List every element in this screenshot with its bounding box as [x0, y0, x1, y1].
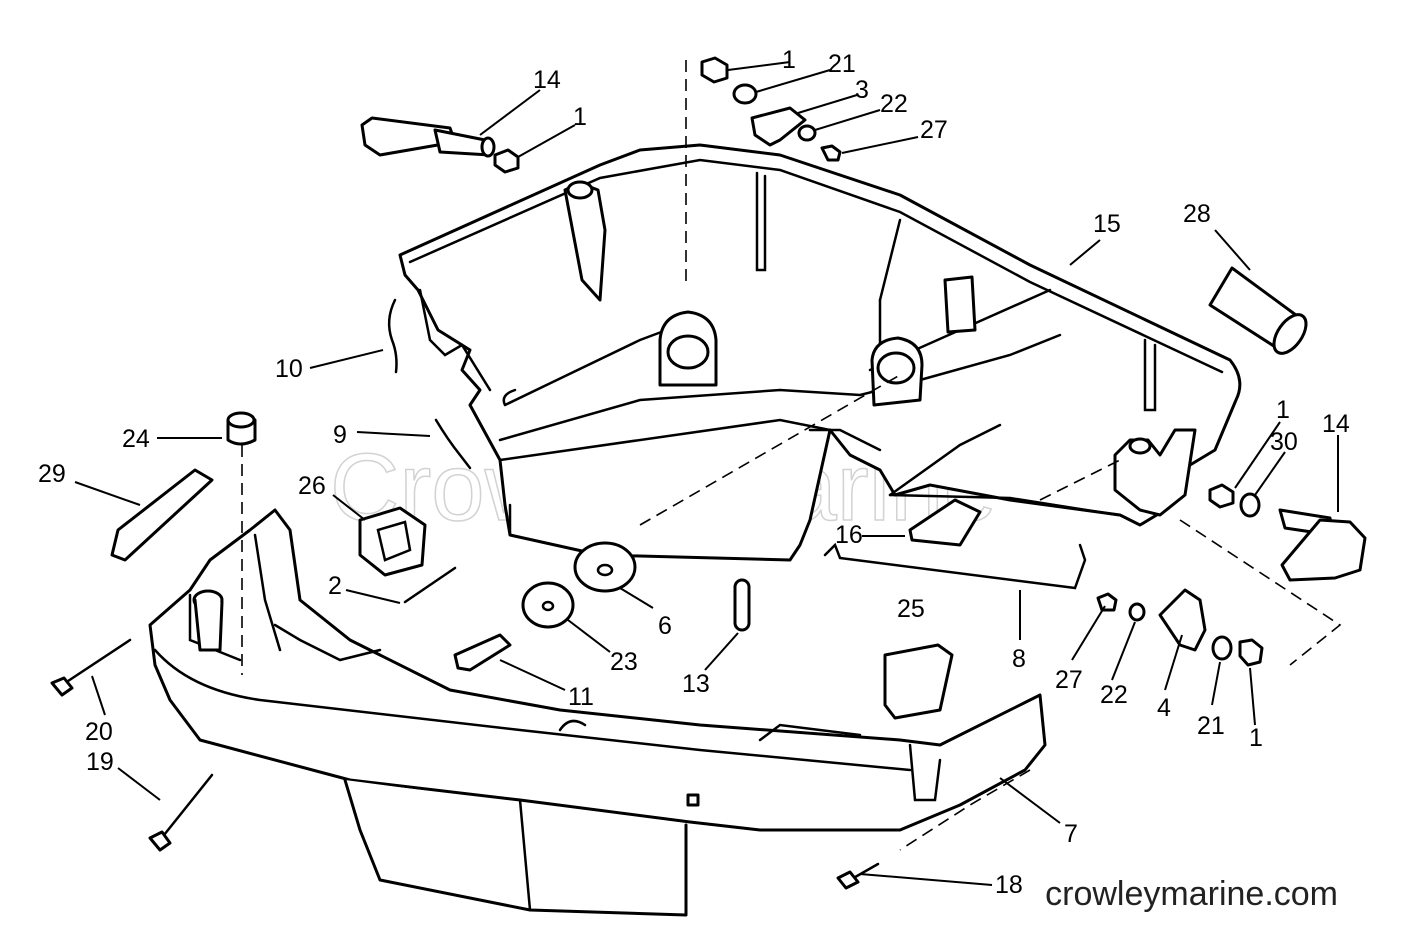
upper-cowl-part: [398, 143, 1242, 562]
callout-14-right: 14: [1322, 410, 1350, 438]
callout-labels: 1 21 3 22 27 14 1 15 28 10 9 24 29 26 2 …: [38, 46, 1350, 899]
callout-25: 25: [897, 595, 925, 623]
sleeve-part: [1208, 266, 1308, 355]
pin-2-part: [403, 566, 457, 604]
callout-13: 13: [682, 670, 710, 698]
callout-22-top: 22: [880, 90, 908, 118]
callout-21-bottom: 21: [1197, 712, 1225, 740]
callout-16: 16: [835, 521, 863, 549]
nut-top-part: [700, 56, 729, 84]
callout-9: 9: [333, 421, 347, 449]
grommet-24-part: [226, 411, 257, 446]
callout-27-bottom: 27: [1055, 666, 1083, 694]
callout-21-top: 21: [828, 50, 856, 78]
callout-6: 6: [658, 612, 672, 640]
callout-28: 28: [1183, 200, 1211, 228]
callout-1-left: 1: [573, 103, 587, 131]
washer-23-part: [521, 581, 575, 629]
handle-left-part: [360, 116, 496, 158]
lower-cowl-part: [148, 508, 1047, 917]
callout-15: 15: [1093, 210, 1121, 238]
washer-top-part: [732, 83, 758, 105]
clip-13-part: [733, 578, 751, 632]
callout-26: 26: [298, 472, 326, 500]
bracket-top-part: [750, 106, 807, 147]
washer-22-bottom-part: [1128, 602, 1146, 622]
screw-27-top-part: [820, 144, 842, 162]
callout-1-right: 1: [1276, 396, 1290, 424]
callout-18: 18: [995, 871, 1023, 899]
callout-19: 19: [86, 748, 114, 776]
washer-30-part: [1239, 492, 1261, 518]
bracket-25-part: [883, 643, 954, 720]
nut-left-part: [493, 148, 520, 174]
site-url: crowleymarine.com: [1045, 875, 1338, 913]
rod-8-part: [823, 542, 1087, 590]
callout-11: 11: [568, 683, 594, 711]
assembly-lines: [241, 60, 1342, 851]
pad-16-part: [908, 498, 982, 547]
bolt-19-part: [148, 773, 214, 852]
callout-20: 20: [85, 718, 113, 746]
strip-29-part: [110, 468, 214, 562]
callout-7: 7: [1064, 820, 1078, 848]
callout-1-top: 1: [782, 46, 796, 74]
grommet-6-part: [573, 541, 637, 593]
callout-8: 8: [1012, 645, 1026, 673]
wire-10-part: [387, 298, 398, 374]
callout-30: 30: [1270, 428, 1298, 456]
callout-10: 10: [275, 355, 303, 383]
screw-27-bottom-part: [1096, 592, 1118, 612]
bracket-4-part: [1158, 588, 1207, 652]
callout-29: 29: [38, 460, 66, 488]
callout-4: 4: [1157, 694, 1171, 722]
callout-14-left: 14: [533, 66, 561, 94]
handle-right-part: [1278, 508, 1367, 582]
callout-27-top: 27: [920, 116, 948, 144]
callout-24: 24: [122, 425, 150, 453]
wire-9-part: [434, 418, 472, 470]
callout-2: 2: [328, 572, 342, 600]
leader-lines: [74, 61, 1339, 886]
nut-right-part: [1208, 483, 1235, 509]
callout-1-bottom: 1: [1249, 724, 1263, 752]
washer-21-bottom-part: [1211, 635, 1233, 661]
nut-bottom-part: [1238, 638, 1264, 667]
stud-11-part: [453, 633, 512, 672]
washer-22-top-part: [797, 124, 817, 142]
bolt-18-part: [836, 862, 880, 890]
callout-22-bottom: 22: [1100, 681, 1128, 709]
callout-23: 23: [610, 648, 638, 676]
mount-26-part: [358, 506, 427, 577]
bolt-20-part: [50, 638, 132, 697]
callout-3: 3: [855, 76, 869, 104]
